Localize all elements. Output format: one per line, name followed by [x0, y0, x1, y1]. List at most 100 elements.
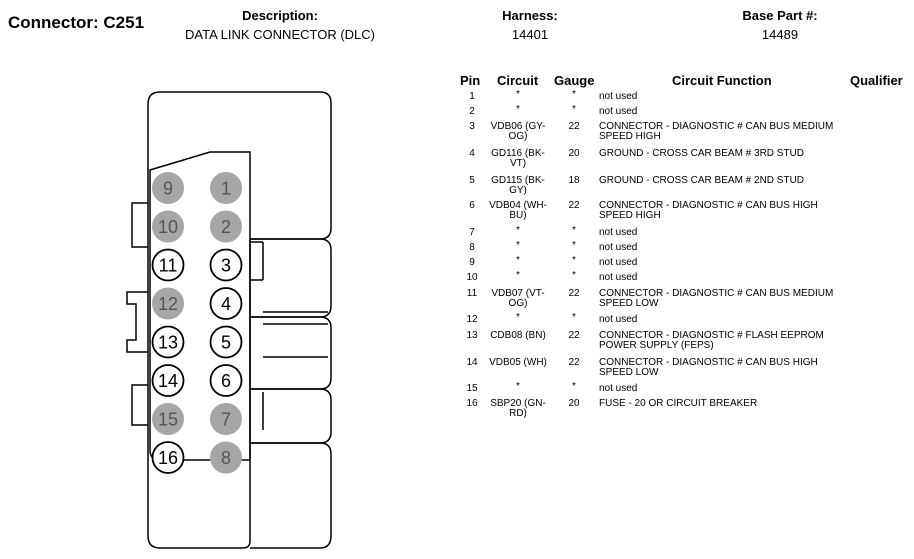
circuit-cell: SBP20 (GN-RD) — [490, 398, 546, 419]
circuit-function-cell: GROUND - CROSS CAR BEAM # 3RD STUD — [599, 148, 805, 159]
base-part-label: Base Part #: — [742, 8, 818, 23]
pin-circle — [152, 403, 184, 435]
description-value: DATA LINK CONNECTOR (DLC) — [185, 27, 375, 42]
circuit-function-cell: GROUND - CROSS CAR BEAM # 2ND STUD — [599, 175, 805, 186]
circuit-function-cell: not used — [599, 383, 638, 394]
pin-circle — [152, 287, 184, 320]
pin-cell: 11 — [466, 288, 478, 299]
circuit-function-cell: CONNECTOR - DIAGNOSTIC # CAN BUS HIGH SP… — [599, 357, 818, 378]
column-header-qualifier: Qualifier — [850, 73, 903, 88]
circuit-cell: * — [516, 312, 520, 323]
pin-14: 14 — [151, 364, 185, 397]
pin-label: 12 — [158, 294, 178, 314]
pin-label: 4 — [221, 294, 231, 314]
pin-label: 2 — [221, 217, 231, 237]
pin-label: 13 — [158, 333, 178, 353]
description-label: Description: — [242, 8, 318, 23]
pin-10: 10 — [152, 210, 184, 243]
pin-1: 1 — [210, 172, 242, 204]
pin-label: 15 — [158, 410, 178, 430]
circuit-cell: * — [516, 381, 520, 392]
pin-circle — [151, 325, 185, 359]
pin-6: 6 — [209, 364, 243, 397]
pin-cell: 9 — [469, 257, 475, 268]
description-block: Description: DATA LINK CONNECTOR (DLC) — [180, 8, 380, 42]
circuit-function-cell: CONNECTOR - DIAGNOSTIC # CAN BUS MEDIUM … — [599, 288, 834, 309]
pin-label: 14 — [158, 371, 178, 391]
pin-cell: 2 — [469, 106, 475, 117]
pin-cell: 12 — [466, 314, 478, 325]
pin-11: 11 — [151, 248, 185, 282]
gauge-cell: 20 — [568, 148, 580, 159]
connector-left-tab-bottom — [131, 384, 148, 426]
pin-circle — [210, 403, 242, 435]
pin-cell: 3 — [469, 121, 475, 132]
connector-right-lobe-2 — [250, 316, 332, 390]
pin-label: 16 — [158, 448, 178, 468]
pin-circle — [210, 441, 242, 474]
pin-label: 10 — [158, 217, 178, 237]
connector-right-lobe-3 — [250, 388, 332, 444]
pin-cell: 5 — [469, 175, 475, 186]
connector-housing-outline — [147, 91, 332, 549]
connector-right-lobe-1 — [250, 238, 332, 318]
harness-block: Harness: 14401 — [480, 8, 580, 42]
pin-16: 16 — [151, 441, 185, 474]
harness-value: 14401 — [511, 27, 549, 42]
circuit-cell: VDB05 (WH) — [489, 357, 547, 368]
gauge-cell: 22 — [568, 288, 580, 299]
connector-left-tab-lower — [126, 291, 148, 353]
circuit-cell: * — [516, 104, 520, 115]
pin-label: 11 — [159, 256, 178, 276]
gauge-cell: 22 — [568, 121, 580, 132]
pin-cell: 4 — [469, 148, 475, 159]
pin-9: 9 — [152, 172, 184, 204]
circuit-cell: VDB07 (VT-OG) — [491, 288, 545, 309]
circuit-function-cell: not used — [599, 257, 638, 268]
pin-circle — [151, 248, 185, 282]
pin-circle — [209, 248, 243, 282]
pin-label: 5 — [221, 333, 231, 353]
gauge-cell: 22 — [568, 200, 580, 211]
circuit-cell: CDB08 (BN) — [490, 330, 546, 341]
connector-title: Connector: C251 — [8, 13, 145, 32]
gauge-cell: 22 — [568, 357, 580, 368]
circuit-cell: * — [516, 225, 520, 236]
pin-label: 6 — [221, 371, 231, 391]
circuit-function-cell: CONNECTOR - DIAGNOSTIC # CAN BUS MEDIUM … — [599, 121, 834, 142]
column-header-circuit: Circuit — [497, 73, 539, 88]
column-header-circuit-function: Circuit Function — [672, 73, 772, 88]
pin-13: 13 — [151, 325, 185, 359]
pin-8: 8 — [210, 441, 242, 474]
column-header-pin: Pin — [460, 73, 481, 88]
pin-3: 3 — [209, 248, 243, 282]
pin-label: 7 — [221, 410, 231, 430]
pin-circle — [209, 325, 243, 359]
pin-15: 15 — [152, 403, 184, 435]
circuit-function-cell: not used — [599, 227, 638, 238]
pin-circle — [151, 364, 185, 397]
pin-7: 7 — [210, 403, 242, 435]
circuit-cell: * — [516, 270, 520, 281]
circuit-function-cell: not used — [599, 106, 638, 117]
pin-cell: 15 — [466, 383, 478, 394]
pin-cell: 14 — [466, 357, 478, 368]
pin-4: 4 — [209, 287, 243, 320]
gauge-cell: 22 — [568, 330, 580, 341]
pin-label: 3 — [221, 256, 231, 276]
pin-cell: 8 — [469, 242, 475, 253]
circuit-cell: GD115 (BK-GY) — [491, 175, 545, 196]
harness-label: Harness: — [502, 8, 558, 23]
circuit-function-cell: not used — [599, 314, 638, 325]
circuit-function-cell: FUSE - 20 OR CIRCUIT BREAKER — [599, 398, 758, 409]
circuit-function-cell: not used — [599, 272, 638, 283]
circuit-cell: * — [516, 89, 520, 100]
pin-circle — [151, 441, 185, 474]
pin-circle — [152, 210, 184, 243]
pin-12: 12 — [152, 287, 184, 320]
pin-circle — [210, 210, 242, 243]
gauge-cell: * — [572, 255, 576, 266]
gauge-cell: * — [572, 89, 576, 100]
base-part-value: 14489 — [761, 27, 799, 42]
